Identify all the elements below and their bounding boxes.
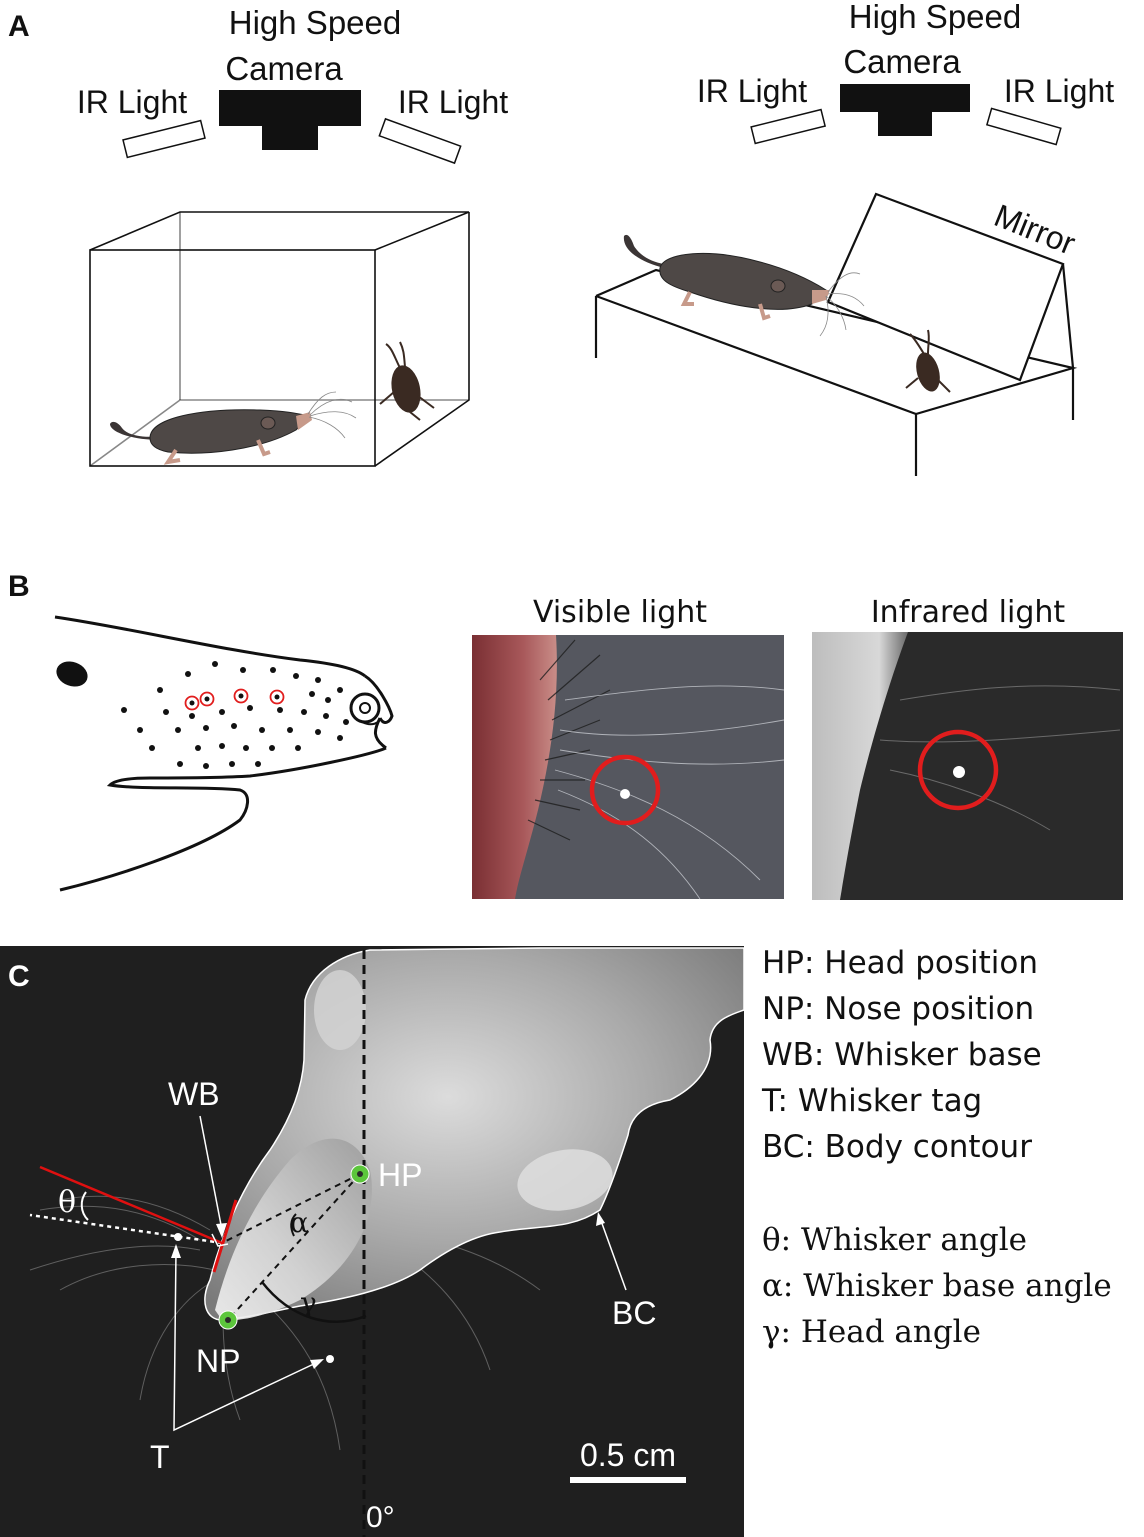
whisker-base-red-line (212, 1199, 238, 1273)
legend-item-wb: WB: Whisker base (762, 1037, 1042, 1073)
ir-light-left-label: IR Light (77, 84, 187, 120)
cricket-illustration-right (905, 329, 951, 393)
camera-label-line2-right: Camera (843, 43, 961, 80)
panel-a: A High Speed Camera IR Light IR Light (8, 0, 1114, 476)
arena-cube (89, 211, 470, 467)
setup-box: High Speed Camera IR Light IR Light (77, 4, 508, 467)
gamma-arc (261, 1281, 367, 1323)
legend-item-t: T: Whisker tag (761, 1083, 982, 1119)
whisker-tag-dot-1 (174, 1233, 182, 1241)
camera-icon (219, 90, 361, 150)
ir-light-left-label-right: IR Light (697, 73, 807, 109)
ir-light-left-icon-right (750, 108, 827, 145)
shrew-illustration (110, 391, 357, 465)
camera-label-line1: High Speed (229, 4, 401, 41)
cricket-illustration (379, 341, 435, 421)
right-angle-mark (211, 1233, 229, 1247)
angle-construction-lines (221, 1173, 361, 1321)
scale-bar (570, 1477, 686, 1483)
theta-label: θ (58, 1185, 76, 1220)
legend-item-alpha: α: Whisker base angle (762, 1268, 1112, 1304)
legend-item-gamma: γ: Head angle (762, 1314, 981, 1350)
legend: HP: Head position NP: Nose position WB: … (761, 945, 1112, 1350)
tagged-whisker-markers (184, 688, 285, 711)
camera-label-line1-right: High Speed (849, 0, 1021, 35)
alpha-label: α (290, 1206, 309, 1239)
panel-c-label: C (8, 960, 30, 993)
whisker-tag-ring-infrared (917, 729, 999, 811)
gamma-label: γ (300, 1286, 317, 1319)
legend-item-hp: HP: Head position (762, 945, 1038, 981)
panel-a-label: A (8, 10, 30, 43)
ear-right (517, 1149, 613, 1211)
wb-arrow (199, 1115, 223, 1231)
visible-light-title: Visible light (533, 595, 707, 630)
t-label: T (150, 1439, 170, 1475)
panel-b-label: B (8, 570, 30, 603)
infrared-light-title: Infrared light (871, 595, 1066, 630)
legend-item-bc: BC: Body contour (762, 1129, 1032, 1165)
theta-arc (80, 1191, 89, 1221)
ear-left (314, 970, 366, 1050)
np-label: NP (196, 1343, 240, 1379)
whisker-tag-dot-2 (326, 1355, 334, 1363)
snout (215, 1138, 372, 1321)
wb-label: WB (168, 1076, 220, 1112)
shrew-illustration-right (623, 234, 865, 337)
eye-icon (56, 661, 88, 687)
visible-light-photo (472, 635, 785, 900)
legend-item-theta: θ: Whisker angle (762, 1222, 1027, 1258)
whisker-tag-ring-visible (589, 754, 661, 826)
ir-light-right-icon (378, 117, 462, 165)
scale-bar-label: 0.5 cm (580, 1437, 676, 1473)
bc-arrow (599, 1217, 627, 1291)
panel-c: C 0° (0, 945, 1112, 1537)
infrared-light-photo (812, 632, 1123, 900)
ir-light-right-label: IR Light (398, 84, 508, 120)
whisker-follicle-dots (121, 661, 349, 769)
legend-item-np: NP: Nose position (762, 991, 1034, 1027)
ir-light-right-icon-right (985, 107, 1062, 146)
alpha-arc (290, 1213, 297, 1237)
panel-b: B (8, 570, 1123, 900)
t-arrows (173, 1249, 319, 1432)
ir-light-left-icon (122, 119, 206, 159)
setup-mirror: High Speed Camera IR Light IR Light Mirr… (594, 0, 1114, 476)
camera-icon-right (840, 84, 970, 136)
ir-light-right-label-right: IR Light (1004, 73, 1114, 109)
bc-label: BC (612, 1295, 656, 1331)
reference-red-line (39, 1165, 223, 1245)
shrew-head-outline (54, 615, 394, 892)
whisker-angle-line (29, 1213, 223, 1245)
zero-degree-label: 0° (366, 1501, 395, 1534)
mirror: Mirror (826, 192, 1081, 382)
hp-label: HP (378, 1157, 422, 1193)
camera-label-line2: Camera (225, 50, 343, 87)
